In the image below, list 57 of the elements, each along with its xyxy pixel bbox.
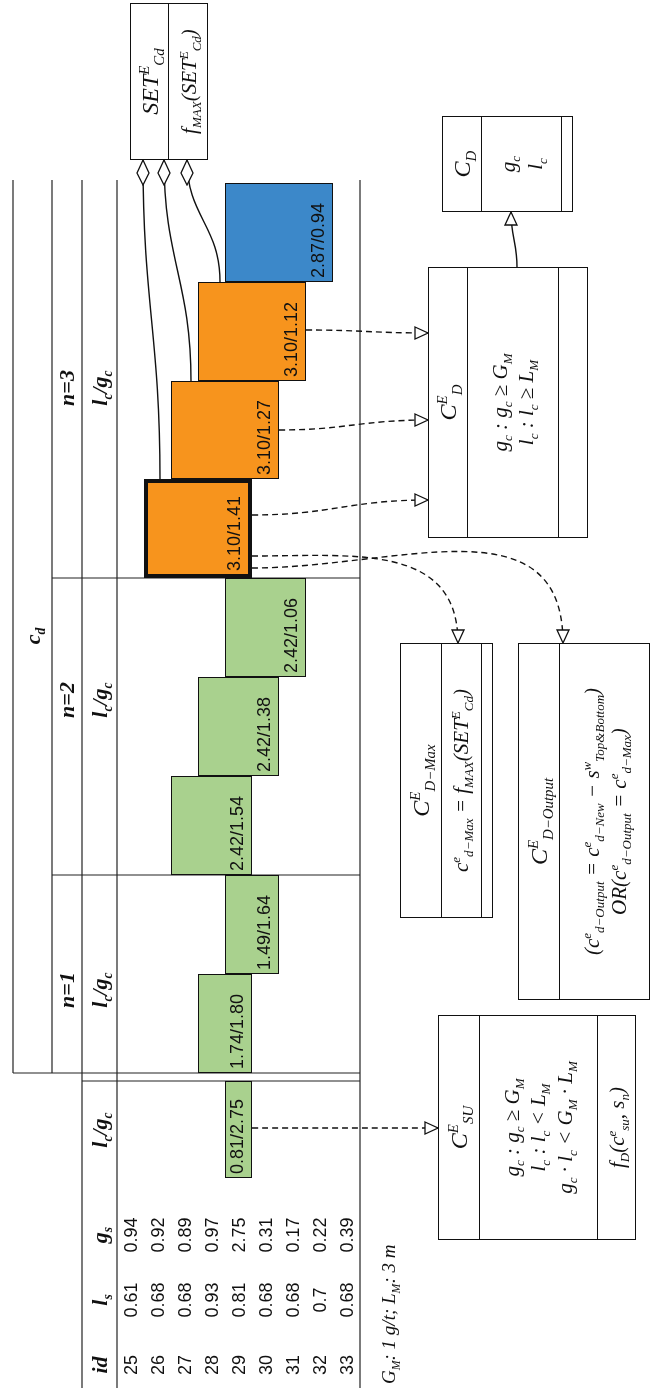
value-bar: 3.10/1.27 [171, 381, 279, 479]
data-value: 0.61 [120, 1282, 142, 1318]
data-value: 0.31 [255, 1217, 277, 1253]
dashed-arrow [251, 554, 464, 644]
class-box [400, 643, 493, 918]
data-value: 0.22 [309, 1217, 331, 1253]
data-value: 29 [228, 1355, 250, 1375]
data-value: 31 [282, 1355, 304, 1375]
value-bar: 0.81/2.75 [225, 1081, 252, 1178]
data-value: 2.75 [228, 1217, 250, 1253]
data-value: 0.68 [255, 1282, 277, 1318]
data-value: 0.94 [120, 1217, 142, 1253]
value-bar: 2.42/1.54 [171, 776, 252, 875]
data-value: 0.93 [201, 1282, 223, 1318]
aggregation-line [181, 159, 221, 283]
data-value: 0.68 [336, 1282, 358, 1318]
data-value: 32 [309, 1355, 331, 1375]
data-value: 0.81 [228, 1282, 250, 1318]
value-bar: 2.42/1.06 [225, 578, 306, 677]
data-value: 28 [201, 1355, 223, 1375]
data-value: 33 [336, 1355, 358, 1375]
data-value: 26 [147, 1355, 169, 1375]
dashed-arrow [251, 493, 429, 516]
value-bar: 1.49/1.64 [225, 875, 279, 974]
value-bar: 2.87/0.94 [225, 183, 333, 282]
dashed-arrow [305, 326, 429, 340]
data-value: 0.39 [336, 1217, 358, 1253]
value-bar: 1.74/1.80 [198, 974, 252, 1073]
group-header: n=3 [54, 370, 80, 406]
group-header: n=1 [54, 972, 80, 1008]
arrow [504, 211, 518, 268]
class-box [442, 116, 573, 212]
data-value: 27 [174, 1355, 196, 1375]
group-header: n=2 [54, 682, 80, 718]
aggregation-line [157, 159, 192, 382]
data-value: 0.68 [147, 1282, 169, 1318]
class-box [130, 3, 208, 160]
data-value: 30 [255, 1355, 277, 1375]
class-box [428, 267, 588, 538]
data-value: 25 [120, 1355, 142, 1375]
dashed-arrow [251, 550, 569, 644]
dashed-arrow [251, 1121, 439, 1135]
data-value: 0.68 [282, 1282, 304, 1318]
aggregation-line [136, 159, 161, 480]
column-header: id [87, 1356, 113, 1374]
data-value: 0.89 [174, 1217, 196, 1253]
data-value: 0.17 [282, 1217, 304, 1253]
dashed-arrow [278, 413, 429, 431]
value-bar: 2.42/1.38 [198, 677, 279, 776]
data-value: 0.92 [147, 1217, 169, 1253]
value-bar: 3.10/1.41 [144, 479, 252, 578]
value-bar: 3.10/1.12 [198, 282, 306, 381]
class-box [438, 1015, 636, 1240]
data-value: 0.68 [174, 1282, 196, 1318]
data-value: 0.97 [201, 1217, 223, 1253]
class-box [518, 643, 650, 1000]
data-value: 0.7 [309, 1287, 331, 1313]
